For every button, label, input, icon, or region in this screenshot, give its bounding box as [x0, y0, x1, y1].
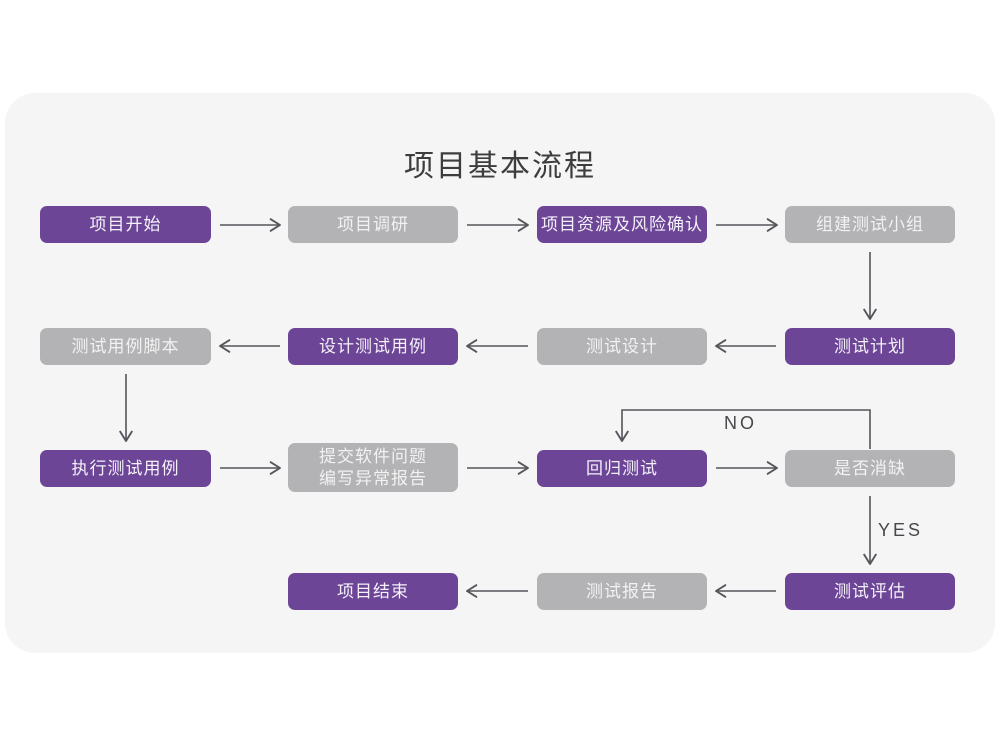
- node-regression-test: 回归测试: [537, 450, 707, 487]
- node-test-plan: 测试计划: [785, 328, 955, 365]
- node-design-test-cases: 设计测试用例: [288, 328, 458, 365]
- node-submit-line1: 提交软件问题: [319, 446, 427, 466]
- node-project-start: 项目开始: [40, 206, 211, 243]
- yes-branch-label: YES: [878, 520, 924, 540]
- node-execute-test-cases: 执行测试用例: [40, 450, 211, 487]
- node-submit-line2: 编写异常报告: [319, 468, 427, 488]
- node-test-report: 测试报告: [537, 573, 707, 610]
- node-build-test-team: 组建测试小组: [785, 206, 955, 243]
- node-resource-risk-confirm: 项目资源及风险确认: [537, 206, 707, 243]
- no-branch-label: NO: [724, 413, 757, 433]
- node-defect-resolved: 是否消缺: [785, 450, 955, 487]
- node-test-design: 测试设计: [537, 328, 707, 365]
- node-project-end: 项目结束: [288, 573, 458, 610]
- node-submit-issues-report: 提交软件问题 编写异常报告: [288, 443, 458, 492]
- node-project-research: 项目调研: [288, 206, 458, 243]
- node-test-evaluate: 测试评估: [785, 573, 955, 610]
- node-test-case-script: 测试用例脚本: [40, 328, 211, 365]
- page-title: 项目基本流程: [404, 150, 596, 183]
- flowchart-card: [5, 93, 995, 653]
